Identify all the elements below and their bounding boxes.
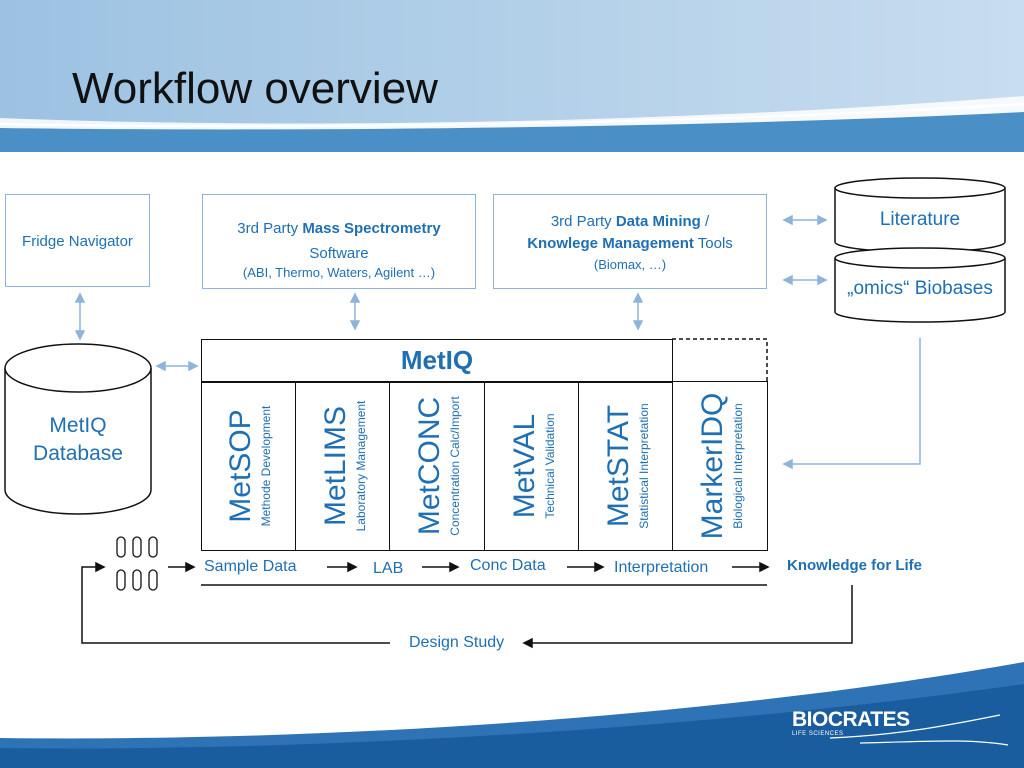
mass-spectrometry-box: 3rd Party Mass Spectrometry Software (AB… — [202, 194, 476, 289]
metiq-dashed-extension — [672, 338, 768, 382]
module-name: MetLIMS — [318, 405, 352, 527]
header-band — [0, 0, 1024, 152]
database-label-line2: Database — [33, 442, 123, 465]
metiq-header: MetIQ — [201, 339, 673, 383]
flow-knowledge-for-life: Knowledge for Life — [787, 557, 922, 574]
module-metsop: MetSOP Methode Development — [201, 382, 296, 550]
data-mining-line1: 3rd Party Data Mining / — [494, 213, 766, 230]
biocrates-tagline: LIFE SCIENCES — [792, 731, 844, 737]
flow-arrows — [81, 561, 853, 649]
omics-cylinder — [834, 247, 1006, 323]
data-mining-suffix: / — [700, 213, 710, 230]
fridge-navigator-box: Fridge Navigator — [5, 194, 150, 287]
flow-lab: LAB — [373, 560, 404, 577]
module-name: MarkerIDQ — [696, 392, 729, 540]
logo-swoosh-icon — [829, 714, 1009, 746]
flow-sample-data: Sample Data — [204, 558, 297, 575]
module-name: MetCONC — [413, 396, 446, 536]
database-cylinder — [4, 343, 152, 515]
module-name: MetSTAT — [601, 404, 635, 528]
module-subtitle: Methode Development — [259, 405, 273, 527]
mass-spec-bold: Mass Spectrometry — [302, 220, 441, 237]
mass-spec-line3: (ABI, Thermo, Waters, Agilent …) — [242, 265, 436, 280]
module-subtitle: Statistical Interpretation — [636, 403, 651, 529]
omics-biobases-label: „omics“ Biobases — [847, 278, 993, 299]
mass-spec-line2: Software — [309, 245, 369, 262]
data-mining-bold: Data Mining — [615, 213, 701, 230]
module-metval: MetVAL Technical Validation — [485, 382, 579, 550]
literature-cylinder — [834, 177, 1006, 253]
module-subtitle: Biological Interpretation — [731, 403, 745, 529]
literature-label: Literature — [879, 209, 961, 230]
mass-spec-line1: 3rd Party Mass Spectrometry — [203, 220, 475, 237]
biocrates-logo: BIOCRATES — [792, 708, 910, 731]
tools-label: Tools — [693, 235, 733, 252]
module-subtitle: Concentration Calc/Import — [448, 396, 462, 536]
flow-design-study: Design Study — [409, 634, 505, 651]
module-markeridq: MarkerIDQ Biological Interpretation — [673, 382, 768, 550]
metiq-title: MetIQ — [400, 345, 474, 375]
header-wave-graphic — [0, 0, 1024, 152]
fridge-navigator-label: Fridge Navigator — [22, 233, 133, 250]
data-mining-line3: (Biomax, …) — [593, 257, 667, 272]
data-mining-line2: Knowlege Management Tools — [494, 235, 766, 252]
flow-conc-data: Conc Data — [470, 557, 546, 574]
knowledge-management-bold: Knowlege Management — [527, 235, 694, 252]
module-subtitle: Technical Validation — [542, 413, 557, 519]
page-title: Workflow overview — [72, 64, 438, 113]
module-name: MetSOP — [224, 409, 257, 523]
connector-arrows — [74, 214, 921, 470]
data-mining-box: 3rd Party Data Mining / Knowlege Managem… — [493, 194, 767, 289]
footer-wave — [0, 662, 1024, 768]
module-subtitle: Laboratory Management — [353, 400, 368, 532]
mass-spec-prefix: 3rd Party — [237, 220, 303, 237]
sample-tubes-icon — [116, 536, 158, 591]
data-mining-prefix: 3rd Party — [550, 213, 616, 230]
module-metstat: MetSTAT Statistical Interpretation — [579, 382, 673, 550]
flow-interpretation: Interpretation — [614, 559, 709, 576]
module-metlims: MetLIMS Laboratory Management — [296, 382, 390, 550]
module-name: MetVAL — [507, 413, 541, 519]
module-metconc: MetCONC Concentration Calc/Import — [390, 382, 485, 550]
database-label-line1: MetIQ — [49, 414, 107, 437]
metiq-modules-frame — [201, 381, 768, 551]
